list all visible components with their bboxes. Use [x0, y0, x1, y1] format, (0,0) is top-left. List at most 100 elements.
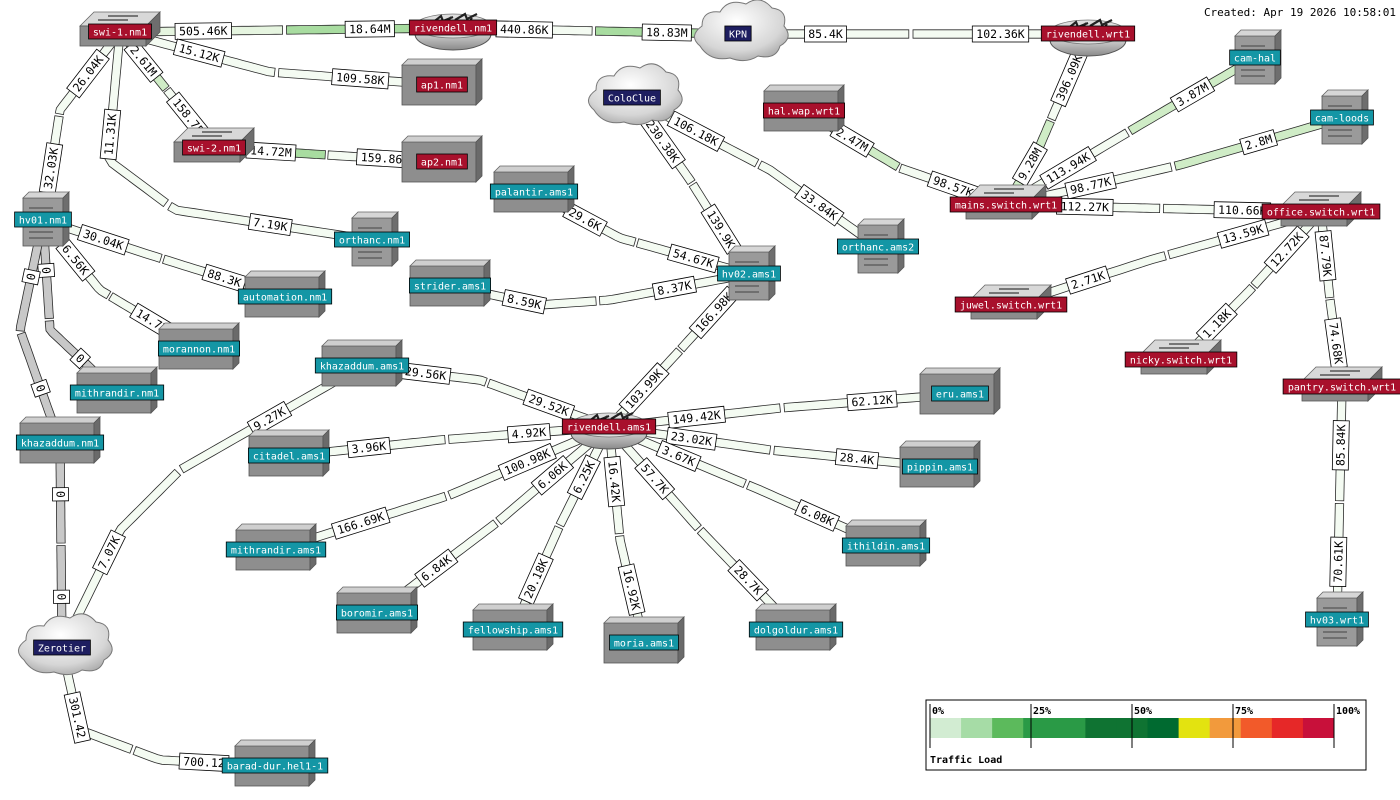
bandwidth-label-out: 28.4K [834, 448, 880, 470]
bandwidth-value: 26.04K [70, 53, 106, 95]
node-rivendell-ams1[interactable]: rivendell.ams1 [561, 411, 657, 450]
node-label: KPN [729, 30, 747, 41]
link-in-half [103, 31, 169, 208]
bandwidth-label-out: 28.7K [727, 558, 770, 602]
node-label: Zerotier [38, 644, 86, 655]
server-icon [351, 211, 399, 267]
node-coloclue[interactable]: ColoClue [588, 63, 683, 126]
node-swi-2-nm1[interactable]: swi-2.nm1 [173, 127, 255, 163]
node-label: swi-1.nm1 [93, 28, 147, 39]
node-hv02-ams1[interactable]: hv02.ams1 [717, 245, 781, 301]
link-citadel.ams1-rivendell.ams1[interactable]: 3.96K 4.92K [288, 422, 610, 461]
node-khazaddum-nm1[interactable]: khazaddum.nm1 [15, 416, 105, 464]
bandwidth-value: 87.79K [1316, 234, 1334, 277]
legend-swatch [1054, 718, 1086, 738]
node-eru-ams1[interactable]: eru.ams1 [919, 367, 1001, 415]
node-hv03-wrt1[interactable]: hv03.wrt1 [1305, 591, 1369, 647]
node-label-bg [408, 19, 498, 36]
node-cam-hal[interactable]: cam-hal [1229, 29, 1282, 85]
node-dolgoldur-ams1[interactable]: dolgoldur.ams1 [748, 603, 844, 651]
node-orthanc-nm1[interactable]: orthanc.nm1 [334, 211, 410, 267]
node-pippin-ams1[interactable]: pippin.ams1 [899, 440, 981, 488]
bandwidth-label-in: 26.04K [66, 48, 110, 99]
node-moria-ams1[interactable]: moria.ams1 [603, 616, 685, 664]
node-nicky-switch-wrt1[interactable]: nicky.switch.wrt1 [1124, 339, 1238, 375]
node-label-bg [748, 621, 844, 638]
node-swi-1-nm1[interactable]: swi-1.nm1 [79, 11, 161, 47]
node-label-bg [157, 340, 240, 357]
bandwidth-value: 23.02K [670, 429, 713, 449]
node-rivendell-nm1[interactable]: rivendell.nm1 [408, 12, 498, 51]
node-mithrandir-nm1[interactable]: mithrandir.nm1 [69, 366, 165, 414]
node-label: rivendell.wrt1 [1046, 30, 1130, 41]
bandwidth-value: 440.86K [500, 22, 549, 37]
bandwidth-label-in: 3.96K [346, 436, 392, 459]
node-fellowship-ams1[interactable]: fellowship.ams1 [462, 603, 564, 651]
bandwidth-label-out: 6.08K [794, 499, 841, 532]
node-label-bg [225, 541, 327, 558]
bandwidth-label-out: 33.84K [794, 183, 845, 227]
node-label: hv01.nm1 [19, 216, 67, 227]
bandwidth-value: 109.58K [336, 70, 385, 88]
bandwidth-value: 396.09K [1053, 53, 1085, 103]
node-kpn[interactable]: KPN [694, 0, 789, 62]
node-mains-switch-wrt1[interactable]: mains.switch.wrt1 [949, 184, 1063, 220]
node-citadel-ams1[interactable]: citadel.ams1 [247, 429, 330, 477]
node-palantir-ams1[interactable]: palantir.ams1 [489, 165, 579, 213]
node-zerotier[interactable]: Zerotier [18, 613, 113, 676]
node-hal-wap-wrt1[interactable]: hal.wap.wrt1 [763, 84, 846, 132]
bandwidth-label-out: 7.19K [247, 212, 293, 237]
node-label: rivendell.nm1 [414, 24, 492, 35]
node-label-bg [416, 76, 468, 93]
node-strider-ams1[interactable]: strider.ams1 [408, 259, 491, 307]
bandwidth-label-in: 29.56K [399, 362, 452, 385]
bandwidth-value: 9.27K [251, 404, 288, 433]
node-automation-nm1[interactable]: automation.nm1 [237, 270, 333, 318]
created-timestamp: Created: Apr 19 2026 10:58:01 [1203, 6, 1396, 19]
node-morannon-nm1[interactable]: morannon.nm1 [157, 322, 240, 370]
node-ithildin-ams1[interactable]: ithildin.ams1 [841, 519, 931, 567]
node-label: hv02.ams1 [722, 270, 776, 281]
node-cam-loods[interactable]: cam-loods [1310, 89, 1374, 145]
node-pantry-switch-wrt1[interactable]: pantry.switch.wrt1 [1282, 366, 1400, 402]
legend-swatch [1271, 718, 1304, 738]
node-ap2-nm1[interactable]: ap2.nm1 [401, 135, 483, 183]
bandwidth-value: 28.7K [731, 563, 765, 598]
link-hv01.nm1-khazaddum.nm1[interactable]: 00 [15, 218, 65, 445]
bandwidth-label-out: 4.92K [506, 423, 551, 444]
node-khazaddum-ams1[interactable]: khazaddum.ams1 [314, 339, 410, 387]
node-label: dolgoldur.ams1 [754, 626, 838, 637]
node-label-bg [462, 621, 564, 638]
bandwidth-value: 8.37K [656, 278, 693, 298]
node-boromir-ams1[interactable]: boromir.ams1 [335, 586, 418, 634]
node-ap1-nm1[interactable]: ap1.nm1 [401, 58, 483, 106]
bandwidth-label-in: 14.72M [245, 141, 297, 162]
bandwidth-value: 0 [53, 491, 67, 498]
bandwidth-value: 149.42K [672, 408, 722, 427]
node-mithrandir-ams1[interactable]: mithrandir.ams1 [225, 523, 327, 571]
node-label-bg [763, 102, 846, 119]
node-hv01-nm1[interactable]: hv01.nm1 [14, 191, 72, 247]
node-label-bg [1310, 109, 1374, 126]
bandwidth-label-in: 149.42K [667, 405, 726, 429]
node-barad-dur-hel1-1[interactable]: barad-dur.hel1-1 [221, 739, 329, 787]
bandwidth-value: 18.83M [646, 25, 688, 40]
node-rivendell-wrt1[interactable]: rivendell.wrt1 [1040, 18, 1136, 57]
node-juwel-switch-wrt1[interactable]: juwel.switch.wrt1 [954, 284, 1068, 320]
node-label-bg [1282, 378, 1400, 395]
link-in-half [448, 281, 597, 310]
node-orthanc-ams2[interactable]: orthanc.ams2 [837, 218, 920, 274]
node-office-switch-wrt1[interactable]: office.switch.wrt1 [1261, 191, 1381, 227]
node-label-bg [931, 385, 989, 402]
